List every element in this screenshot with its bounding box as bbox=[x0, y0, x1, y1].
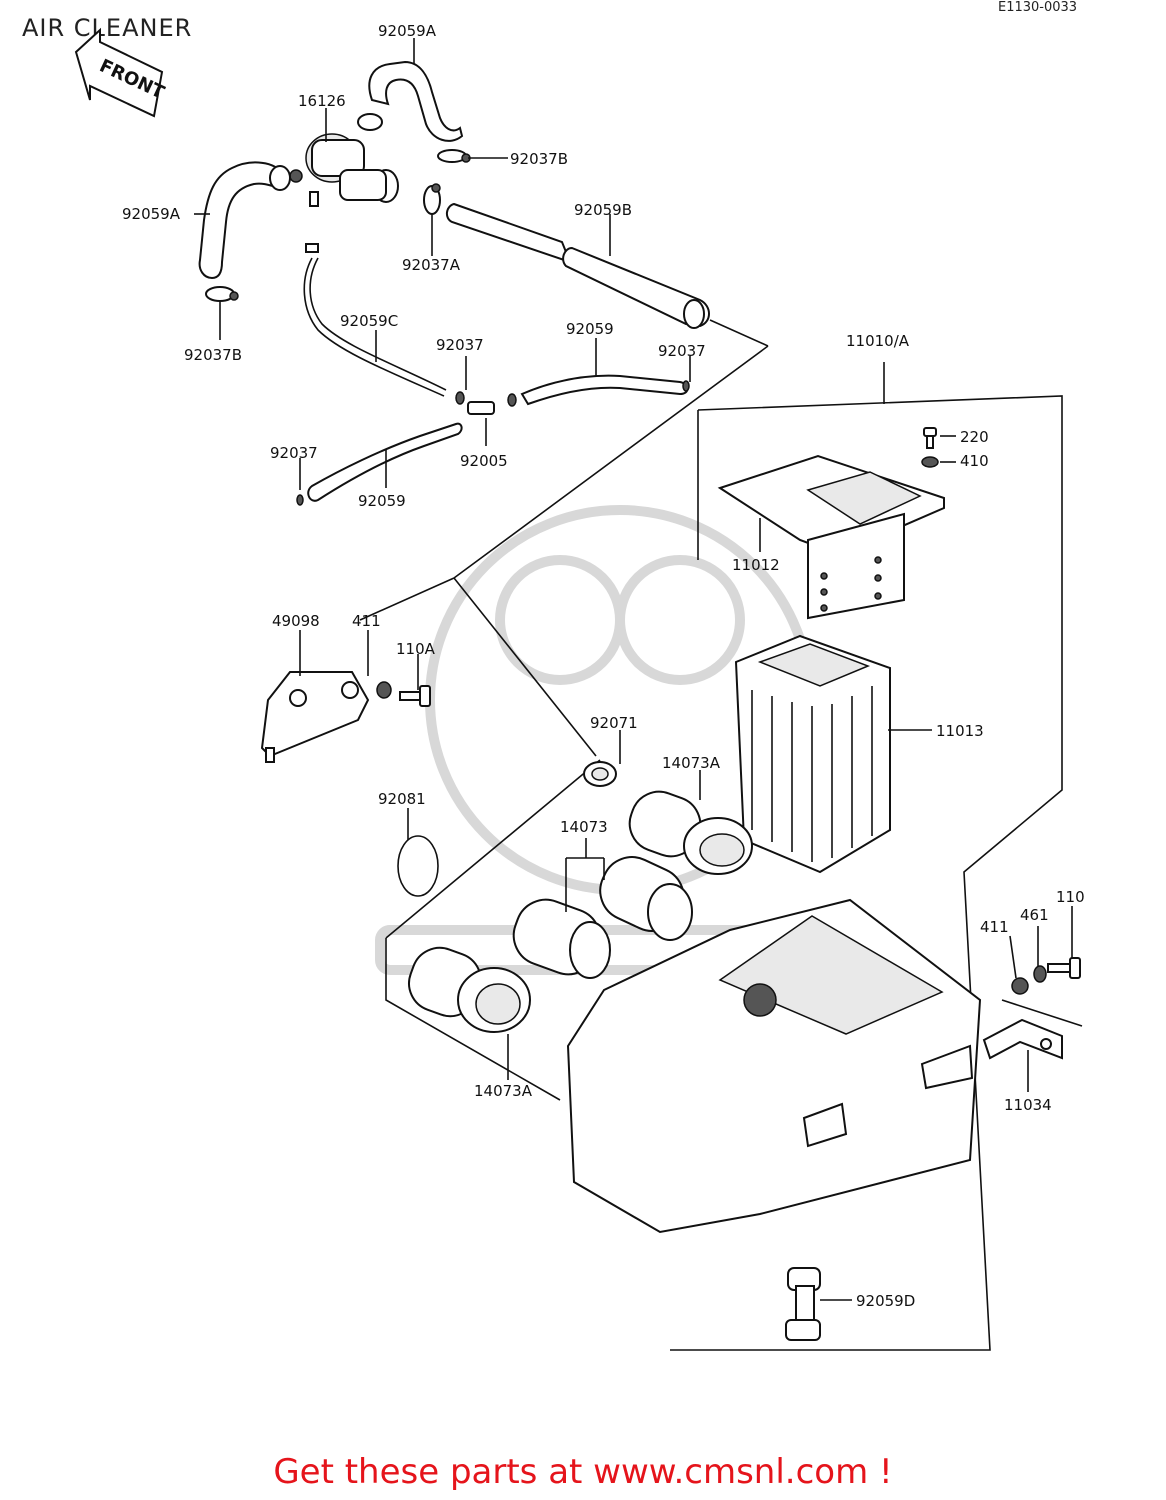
label-92059B: 92059B bbox=[574, 201, 632, 219]
duct-14073-a bbox=[599, 856, 693, 941]
bracket-49098 bbox=[260, 671, 370, 763]
label-411-right: 411 bbox=[980, 918, 1009, 936]
hose-92059-mid bbox=[520, 374, 689, 406]
label-92081: 92081 bbox=[378, 790, 426, 808]
label-110: 110 bbox=[1056, 888, 1085, 906]
label-14073A-top: 14073A bbox=[662, 754, 721, 772]
label-411-top: 411 bbox=[352, 612, 381, 630]
bolt-110 bbox=[1047, 957, 1081, 979]
hose-92059C bbox=[303, 243, 447, 397]
label-92037B-top: 92037B bbox=[510, 150, 568, 168]
label-461: 461 bbox=[1020, 906, 1049, 924]
leader-lines bbox=[194, 38, 1073, 1301]
label-92037-left: 92037 bbox=[270, 444, 318, 462]
washer-461 bbox=[1033, 965, 1047, 983]
bolt-110A bbox=[399, 685, 431, 707]
label-92037-mid: 92037 bbox=[436, 336, 484, 354]
clamp-92037B-left bbox=[205, 286, 239, 302]
label-14073: 14073 bbox=[560, 818, 608, 836]
hose-92059B bbox=[446, 202, 710, 329]
label-11010A: 11010/A bbox=[846, 332, 910, 350]
bracket-11034 bbox=[982, 999, 1083, 1060]
air-box-housing bbox=[566, 898, 982, 1234]
label-220: 220 bbox=[960, 428, 989, 446]
clamp-92037A bbox=[423, 183, 441, 215]
front-arrow-icon: FRONT bbox=[74, 27, 168, 118]
label-92059A-top: 92059A bbox=[378, 22, 437, 40]
label-14073A-low: 14073A bbox=[474, 1082, 533, 1100]
diagram-code: E1130-0033 bbox=[998, 0, 1078, 15]
label-92059C: 92059C bbox=[340, 312, 398, 330]
label-92059D: 92059D bbox=[856, 1292, 915, 1310]
page-title: AIR CLEANER bbox=[22, 14, 193, 42]
label-92037B-left: 92037B bbox=[184, 346, 242, 364]
duct-14073A-top bbox=[628, 790, 753, 875]
valve-16126 bbox=[289, 113, 399, 207]
washer-410 bbox=[921, 456, 939, 468]
clamp-92037B-top bbox=[437, 149, 471, 163]
duct-14073-b bbox=[512, 898, 611, 979]
label-410: 410 bbox=[960, 452, 989, 470]
assembly-frame-lines bbox=[359, 319, 1063, 1351]
label-92005: 92005 bbox=[460, 452, 508, 470]
duct-14073A-low bbox=[408, 946, 531, 1033]
label-11034: 11034 bbox=[1004, 1096, 1052, 1114]
cover-11012 bbox=[717, 454, 945, 620]
washer-411-top bbox=[376, 681, 392, 699]
footer-link[interactable]: Get these parts at www.cmsnl.com ! bbox=[273, 1452, 893, 1492]
label-11013: 11013 bbox=[936, 722, 984, 740]
bolt-220 bbox=[923, 427, 937, 449]
hose-92059A-top bbox=[368, 60, 464, 142]
label-16126: 16126 bbox=[298, 92, 346, 110]
o-ring-92081 bbox=[397, 835, 439, 897]
label-92037A: 92037A bbox=[402, 256, 461, 274]
hose-92059-low bbox=[296, 422, 463, 506]
label-92071: 92071 bbox=[590, 714, 638, 732]
label-92059A-left: 92059A bbox=[122, 205, 181, 223]
washer-411-right bbox=[1011, 977, 1029, 995]
label-92037-right: 92037 bbox=[658, 342, 706, 360]
drain-92059D bbox=[785, 1267, 821, 1341]
grommet-92071 bbox=[583, 761, 617, 787]
label-92059-low: 92059 bbox=[358, 492, 406, 510]
element-11013 bbox=[734, 634, 891, 874]
hose-92059A-left bbox=[198, 161, 291, 280]
fitting-92005 bbox=[455, 380, 690, 415]
part-labels: 92059A 16126 92037B 92059A 92059B 92037A… bbox=[122, 22, 1085, 1310]
label-92059-mid: 92059 bbox=[566, 320, 614, 338]
label-11012: 11012 bbox=[732, 556, 780, 574]
label-110A: 110A bbox=[396, 640, 436, 658]
label-49098: 49098 bbox=[272, 612, 320, 630]
